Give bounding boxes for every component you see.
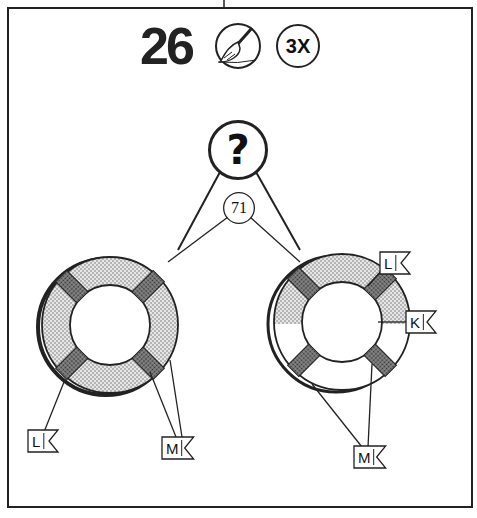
circle-outline — [277, 25, 319, 67]
node-text: ? — [226, 127, 249, 173]
step-number: 26 — [140, 20, 192, 72]
part-flag: M — [354, 446, 386, 468]
quantity-badge: 3X — [276, 24, 320, 68]
circle-outline — [210, 122, 267, 179]
flag-divider — [43, 433, 44, 449]
node-text: 71 — [231, 199, 247, 217]
node-text: M — [358, 449, 386, 466]
brush-icon — [216, 24, 260, 68]
callout-number: 71 — [223, 192, 255, 224]
node-text: L — [32, 433, 58, 450]
question-bubble: ? — [208, 120, 268, 180]
flag-outline — [28, 430, 58, 452]
callout-wedge — [178, 172, 300, 250]
leader-lines — [44, 217, 406, 447]
part-flag: K — [406, 311, 436, 333]
node-text: L — [384, 255, 410, 272]
flag-outline — [162, 437, 194, 459]
flag-outline — [354, 446, 386, 468]
node-text: 3X — [286, 35, 310, 58]
part-flag: L — [380, 252, 410, 274]
part-flag: M — [162, 437, 194, 459]
flag-divider — [395, 255, 396, 271]
flag-divider — [181, 440, 182, 456]
circle-outline — [224, 193, 255, 224]
flag-divider — [373, 449, 374, 465]
flag-outline — [380, 252, 410, 274]
life-ring-shaded — [38, 257, 178, 395]
node-text: M — [166, 440, 194, 457]
node-text: K — [410, 314, 436, 331]
flag-divider — [423, 314, 424, 330]
part-flag: L — [28, 430, 58, 452]
frame-tick — [223, 0, 225, 8]
flag-outline — [406, 311, 436, 333]
life-ring-half-shaded — [268, 254, 410, 392]
frame — [8, 8, 472, 507]
